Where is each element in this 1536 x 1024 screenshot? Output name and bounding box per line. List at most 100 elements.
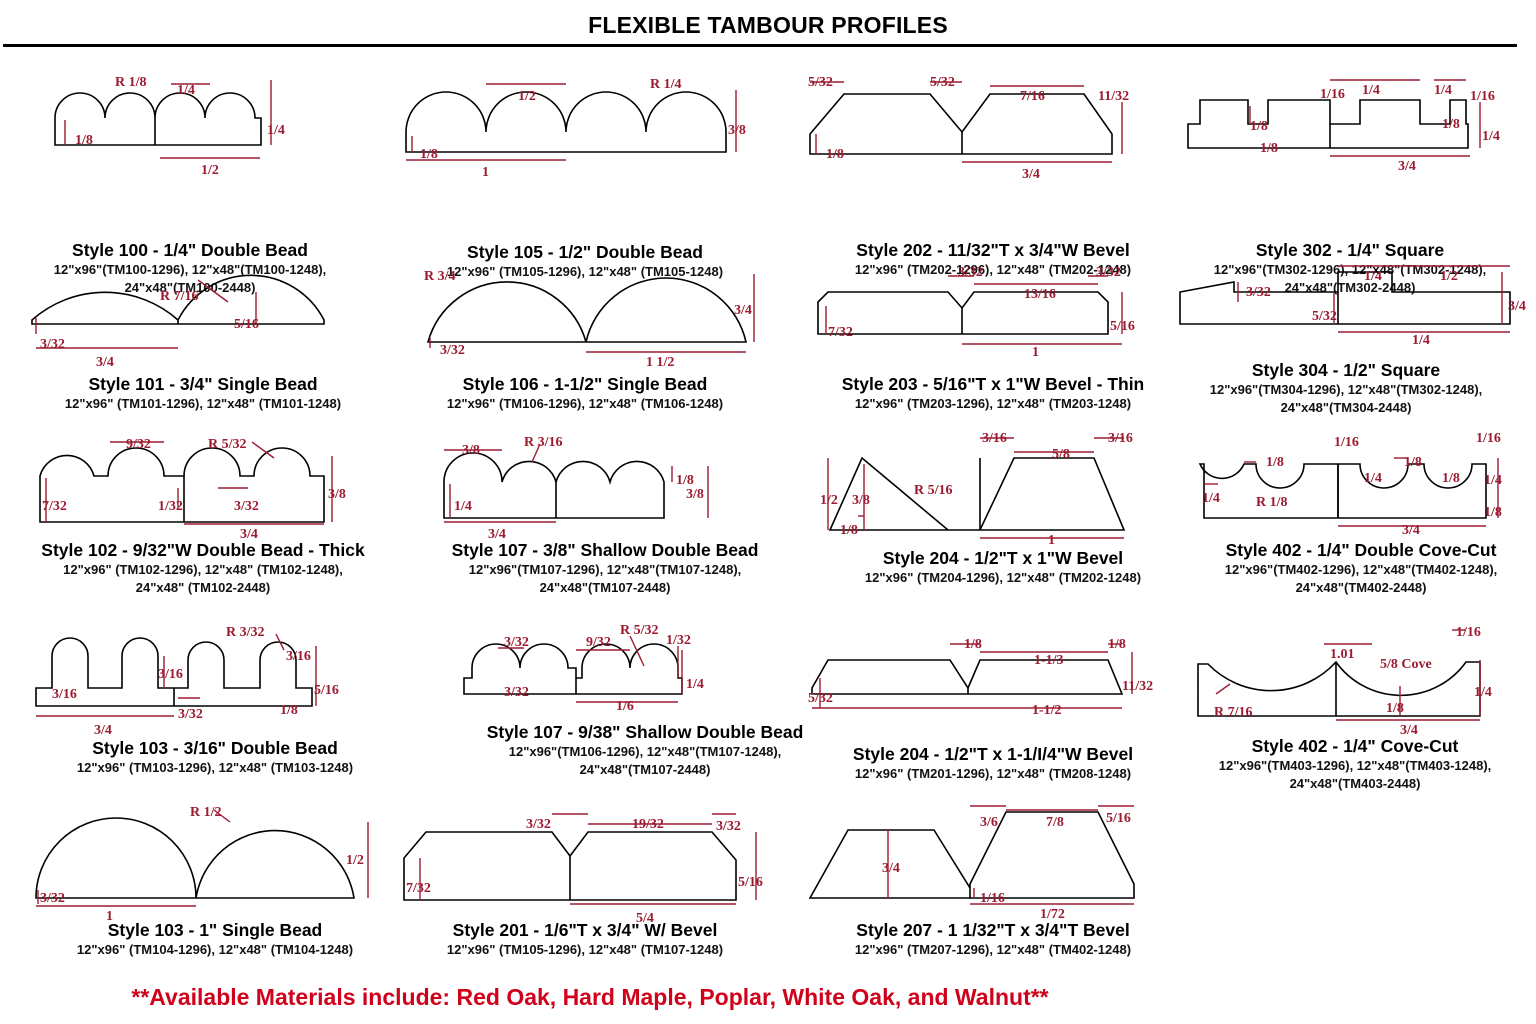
dimension-label: 1 <box>482 165 489 180</box>
profile-sku-line: 12"x96"(TM100-1296), 12"x48"(TM100-1248)… <box>53 262 327 277</box>
dimension-label: 1/2 <box>820 493 838 508</box>
profile-style-name: Style 105 - 1/2" Double Bead <box>467 242 703 262</box>
dimension-label: 5/4 <box>636 911 654 926</box>
profile-outline <box>426 277 748 343</box>
dimension-label: 3/8 <box>728 123 746 138</box>
profile-sku-line: 24"x48"(TM304-2448) <box>1280 400 1412 415</box>
profile-outline <box>817 291 1109 335</box>
dimension-label: 3/4 <box>1400 723 1418 738</box>
dimension-label: 7/32 <box>42 499 67 514</box>
dimension-label: R 5/32 <box>208 437 247 452</box>
dimension-label: 3/16 <box>52 687 77 702</box>
profile-drawing: R 3/43/43/321 1/2 <box>424 269 755 370</box>
dimension-label: 1-1/2 <box>1032 703 1062 718</box>
dimension-label: 3/32 <box>1096 265 1121 280</box>
dimension-label: R 1/2 <box>190 805 222 820</box>
profile-sku-line: 12"x96" (TM202-1296), 12"x48" (TM202-124… <box>854 262 1132 277</box>
dimension-label: 1-1/3 <box>1034 653 1064 668</box>
dimension-line <box>531 443 541 463</box>
dimension-label: 3/4 <box>1508 299 1526 314</box>
profile-sku-line: 12"x96" (TM201-1296), 12"x48" (TM208-124… <box>854 766 1132 781</box>
dimension-label: 13/16 <box>1024 287 1056 302</box>
profile-sku-line: 12"x96" (TM101-1296), 12"x48" (TM101-124… <box>64 396 342 411</box>
profile-outline <box>969 811 1135 899</box>
dimension-label: 1/6 <box>616 699 634 714</box>
dimension-label: 1/2 <box>1440 269 1458 284</box>
dimension-label: 1/8 <box>420 147 438 162</box>
dimension-label: 1/8 <box>1266 455 1284 470</box>
dimension-label: 1 <box>106 909 113 924</box>
dimension-label: 1/8 <box>75 133 93 148</box>
dimension-label: 3/32 <box>440 343 465 358</box>
dimension-label: 1/16 <box>980 891 1005 906</box>
dimension-label: 1/4 <box>1484 473 1502 488</box>
profile-outline <box>31 274 325 325</box>
dimension-label: 5/16 <box>1106 811 1131 826</box>
dimension-label: 1/32 <box>666 633 691 648</box>
dimension-label: 1/8 <box>1404 455 1422 470</box>
dimension-label: 11/32 <box>1098 89 1129 104</box>
profile-sku-line: 12"x96" (TM105-1296), 12"x48" (TM105-124… <box>446 264 724 279</box>
dimension-label: 3/4 <box>882 861 900 876</box>
dimension-line <box>213 809 231 823</box>
dimension-label: 5/8 Cove <box>1380 657 1432 672</box>
dimension-label: 3/4 <box>1398 159 1416 174</box>
profile-sku-line: 12"x96"(TM304-1296), 12"x48"(TM302-1248)… <box>1209 382 1483 397</box>
dimension-label: 3/4 <box>734 303 752 318</box>
dimension-label: 3/16 <box>158 667 183 682</box>
dimension-label: R 7/16 <box>1214 705 1253 720</box>
profile-style-name: Style 204 - 1/2"T x 1"W Bevel <box>882 548 1124 568</box>
dimension-label: 1/8 <box>826 147 844 162</box>
profile-outline <box>39 447 325 523</box>
dimension-label: 1/16 <box>1470 89 1495 104</box>
profile-sku-line: 24"x48"(TM100-2448) <box>124 280 256 295</box>
dimension-label: 19/32 <box>632 817 664 832</box>
dimension-label: 5/8 <box>1052 447 1070 462</box>
dimension-label: 3/32 <box>716 819 741 834</box>
profile-style-name: Style 402 - 1/4" Cove-Cut <box>1251 736 1459 756</box>
profile-sku-line: 12"x96" (TM204-1296), 12"x48" (TM202-124… <box>864 570 1142 585</box>
dimension-label: 3/4 <box>1402 523 1420 538</box>
profile-caption: Style 204 - 1/2"T x 1"W Bevel 12"x96" (TM… <box>818 548 1188 587</box>
profile-style-name: Style 203 - 5/16"T x 1"W Bevel - Thin <box>841 374 1145 394</box>
profile-drawing: 1/81-1/31/811/325/321-1/2 <box>808 637 1153 718</box>
dimension-label: 1/4 <box>177 83 195 98</box>
dimension-label: 3/32 <box>178 707 203 722</box>
dimension-label: 9/32 <box>586 635 611 650</box>
profile-caption: Style 105 - 1/2" Double Bead 12"x96" (TM1… <box>400 242 770 281</box>
profile-style-name: Style 302 - 1/4" Square <box>1255 240 1445 260</box>
dimension-label: 3/32 <box>958 265 983 280</box>
dimension-label: 11/32 <box>1122 679 1153 694</box>
dimension-label: 3/32 <box>504 685 529 700</box>
dimension-label: 1/8 <box>840 523 858 538</box>
dimension-label: 1/16 <box>1320 87 1345 102</box>
dimension-label: R 3/16 <box>524 435 563 450</box>
profile-outline <box>35 817 355 899</box>
profile-style-name: Style 106 - 1-1/2" Single Bead <box>462 374 708 394</box>
dimension-label: 5/32 <box>808 75 833 90</box>
dimension-label: R 3/32 <box>226 625 265 640</box>
dimension-label: R 7/16 <box>160 289 199 304</box>
dimension-label: 1/4 <box>1474 685 1492 700</box>
materials-note: **Available Materials include: Red Oak, … <box>131 984 1049 1010</box>
dimension-label: 1/4 <box>1364 471 1382 486</box>
dimension-label: 1/8 <box>1260 141 1278 156</box>
dimension-label: 3/4 <box>94 723 112 738</box>
dimension-label: 5/16 <box>234 317 259 332</box>
profile-sku-line: 12"x96"(TM402-1296), 12"x48"(TM402-1248)… <box>1224 562 1498 577</box>
